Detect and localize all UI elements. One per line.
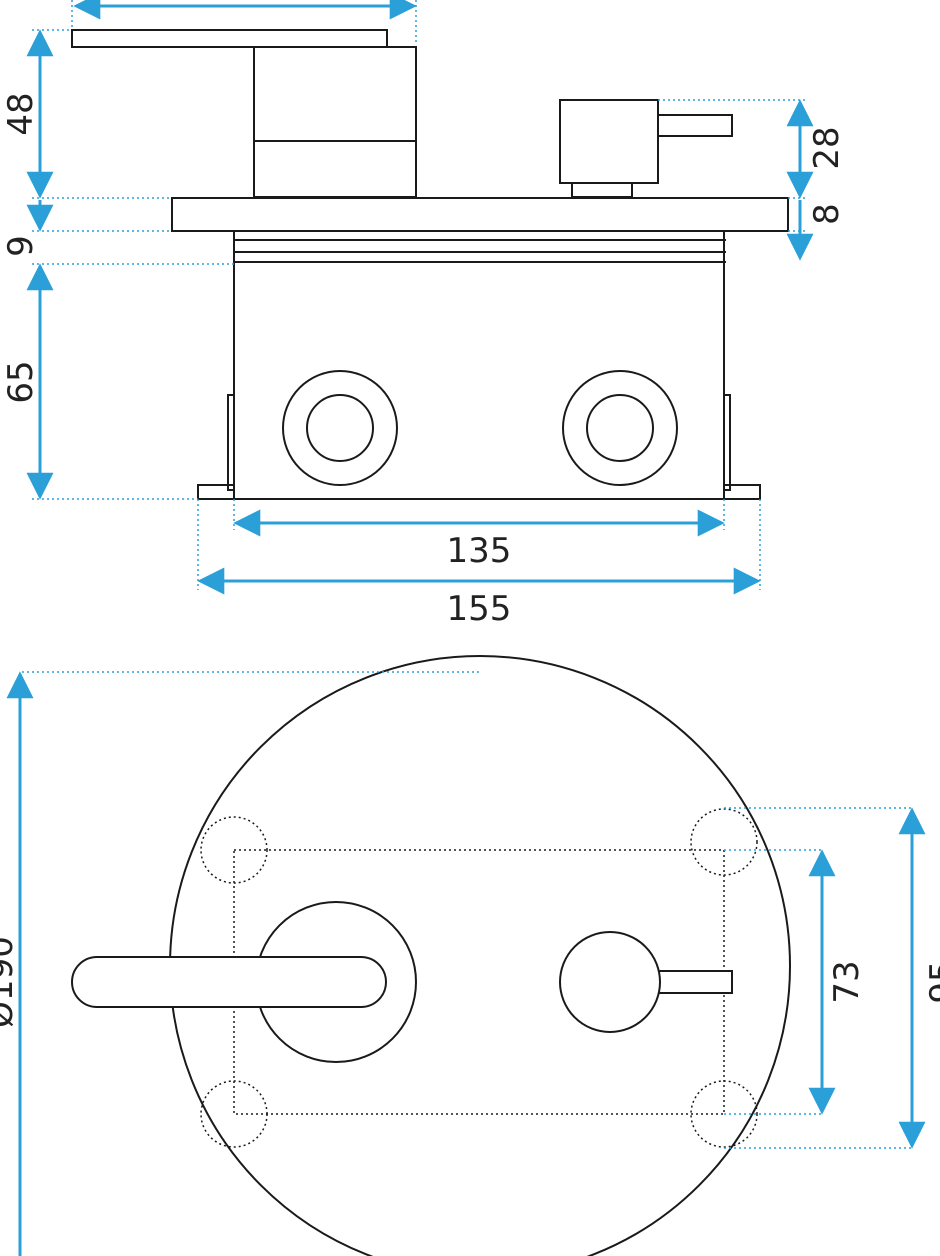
box-depth-label: 65 [1, 360, 41, 403]
lever-handle-side [71, 29, 388, 48]
flange-right [723, 484, 761, 500]
mounting-span-label: 95 [923, 960, 940, 1003]
flange-left [197, 484, 235, 500]
port-right-outer [562, 370, 678, 486]
front-guides [22, 671, 914, 1149]
mount-lug-tl [200, 816, 268, 884]
handle-height-label: 48 [1, 92, 41, 135]
mount-lug-tr [690, 808, 758, 876]
port-left-outer [282, 370, 398, 486]
diverter-stem [571, 182, 633, 198]
front-view [71, 655, 791, 1256]
cover-plate-side [171, 197, 789, 232]
mount-lug-br [690, 1080, 758, 1148]
knob-height-label: 28 [807, 126, 847, 169]
flange-width-label: 155 [447, 589, 512, 629]
box-height-label: 73 [827, 960, 867, 1003]
box-body [233, 230, 725, 500]
mount-lug-bl [200, 1080, 268, 1148]
diverter-lever-front [657, 970, 733, 994]
diverter-knob-side [559, 99, 659, 184]
front-dimension-arrows [6, 671, 926, 1256]
rosette-thickness-label: 9 [1, 235, 41, 257]
side-ear-right [723, 394, 731, 491]
side-dimension-arrows [26, 0, 814, 595]
diameter-label: Ø190 [0, 936, 21, 1028]
lever-handle-front [71, 956, 387, 1008]
side-guides [32, 0, 808, 590]
diverter-knob-front [559, 931, 661, 1033]
diverter-lever-side [657, 114, 733, 137]
side-view [71, 29, 789, 500]
box-width-label: 135 [447, 531, 512, 571]
port-left-inner [306, 394, 374, 462]
side-ear-left [227, 394, 235, 491]
plate-thickness-label: 8 [807, 203, 847, 225]
port-right-inner [586, 394, 654, 462]
handle-body [253, 46, 417, 198]
